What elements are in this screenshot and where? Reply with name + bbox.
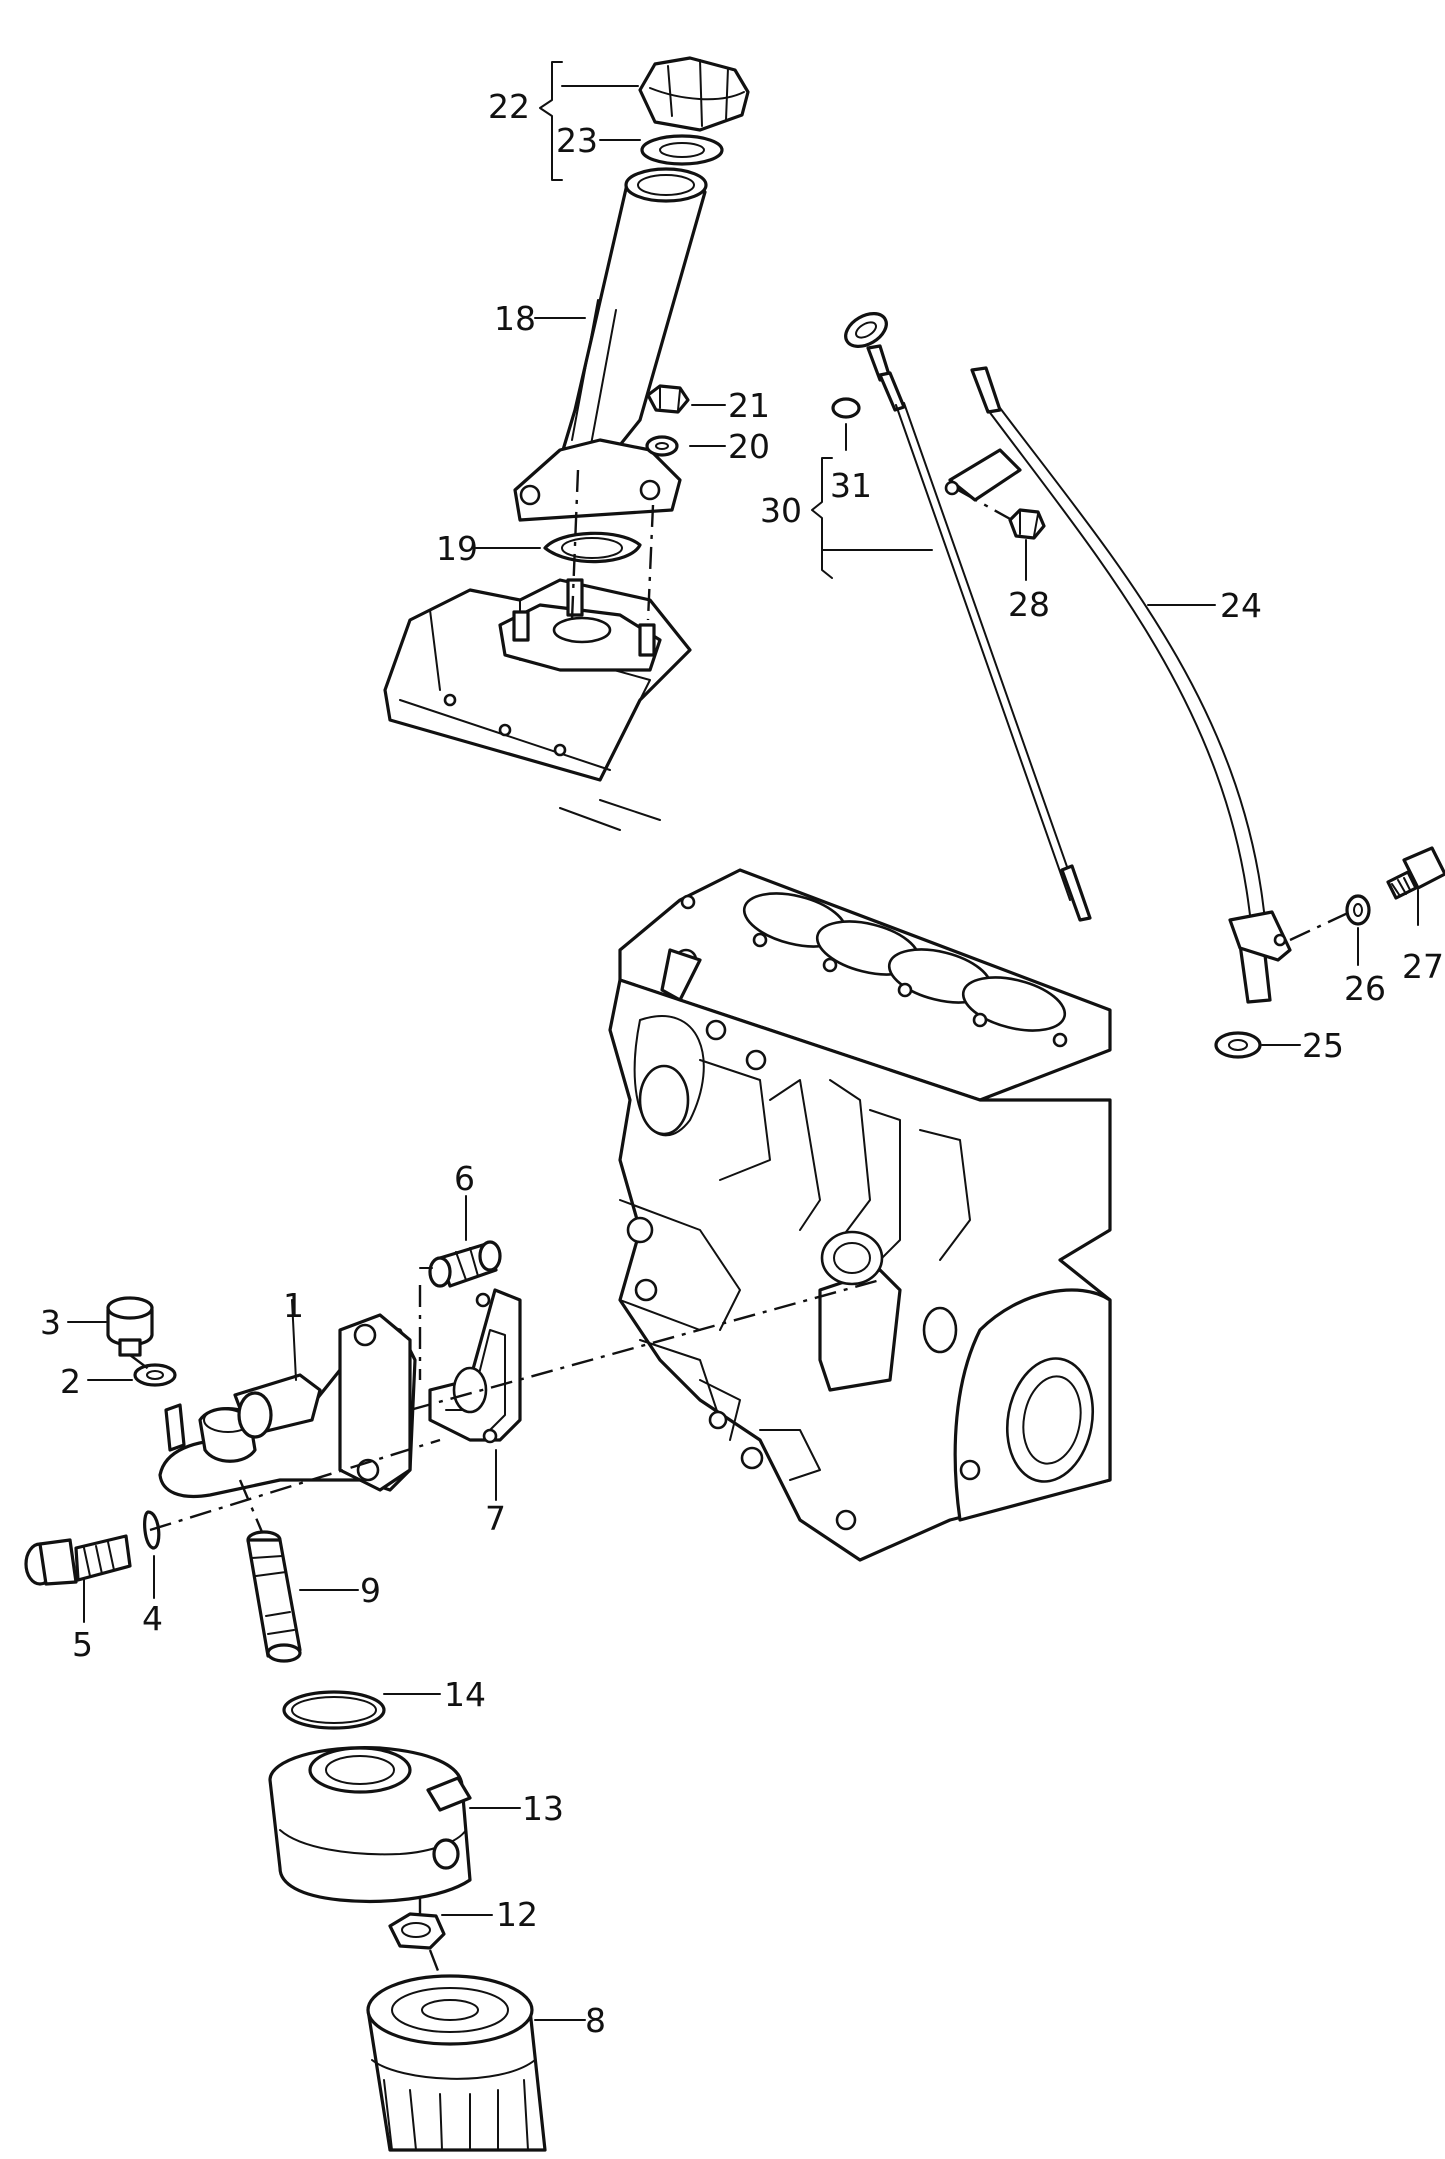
bracket-30	[811, 457, 833, 579]
engine-block	[608, 868, 1112, 1562]
nut-21	[646, 384, 690, 414]
label-21: 21	[728, 386, 770, 425]
oil-filter	[366, 1974, 547, 2152]
oil-filler-tube	[513, 167, 708, 522]
label-24: 24	[1220, 586, 1262, 625]
label-13: 13	[522, 1789, 564, 1828]
nut-28	[1008, 508, 1046, 540]
label-3: 3	[40, 1303, 61, 1342]
filter-8-line	[428, 1949, 442, 1977]
bolt-5-line	[149, 1438, 441, 1532]
o-ring-14	[282, 1690, 386, 1730]
label-5: 5	[72, 1625, 93, 1664]
washer-26	[1345, 894, 1371, 926]
pipe-9-line	[238, 1479, 264, 1533]
callout-labels: 1 2 3 4 5 6 7 8 9 12 13 14 18 19 20 21 2…	[40, 87, 1444, 2040]
label-25: 25	[1302, 1026, 1344, 1065]
washer-20	[645, 435, 679, 457]
cap-3	[106, 1296, 154, 1357]
bolt-5	[24, 1534, 132, 1586]
label-23: 23	[556, 121, 598, 160]
label-19: 19	[436, 529, 478, 568]
filler-cap-seal	[640, 134, 724, 166]
label-27: 27	[1402, 947, 1444, 986]
filler-alignment-line	[570, 469, 580, 621]
flange-to-block-line	[409, 1278, 881, 1412]
label-31: 31	[830, 466, 872, 505]
label-6: 6	[454, 1159, 475, 1198]
plug-6	[428, 1240, 502, 1288]
label-7: 7	[485, 1499, 506, 1538]
label-12: 12	[496, 1895, 538, 1934]
label-2: 2	[60, 1362, 81, 1401]
leader-1	[291, 1299, 297, 1381]
washer-2	[133, 1363, 177, 1387]
filler-flange-gasket	[543, 531, 642, 564]
bolt-27-line	[1289, 910, 1351, 942]
dipstick-oring-31	[831, 397, 861, 419]
label-1: 1	[283, 1286, 304, 1325]
label-14: 14	[444, 1675, 486, 1714]
label-18: 18	[494, 299, 536, 338]
bolt-27	[1386, 846, 1445, 900]
label-4: 4	[142, 1599, 163, 1638]
label-8: 8	[585, 2001, 606, 2040]
dipstick-guide-tube	[944, 366, 1292, 1004]
flange-gasket	[428, 1288, 522, 1444]
label-30: 30	[760, 491, 802, 530]
nut-12	[388, 1912, 446, 1950]
oil-cooler	[268, 1746, 472, 1903]
filler-stud-line	[646, 504, 655, 621]
bracket-bolt-line	[957, 488, 1013, 522]
seal-25	[1214, 1031, 1262, 1059]
bracket-22-23	[539, 61, 563, 181]
oil-filter-flange	[158, 1313, 417, 1499]
label-9: 9	[360, 1571, 381, 1610]
label-22: 22	[488, 87, 530, 126]
label-28: 28	[1008, 585, 1050, 624]
filler-cap	[638, 56, 750, 132]
connector-pipe-9	[246, 1530, 302, 1663]
cylinder-head-cover-section	[383, 578, 692, 831]
cap-3-line	[129, 1354, 151, 1371]
label-20: 20	[728, 427, 770, 466]
dipstick	[844, 312, 1092, 922]
label-26: 26	[1344, 969, 1386, 1008]
